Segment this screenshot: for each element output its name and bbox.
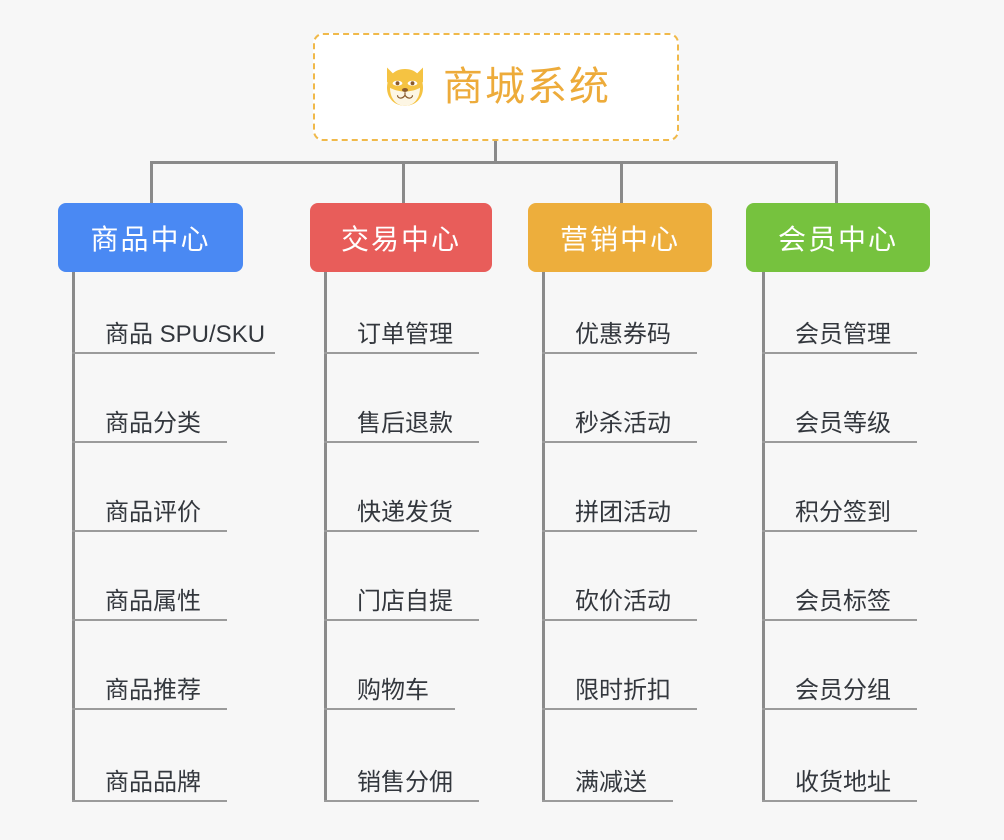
category-label: 营销中心: [559, 223, 680, 255]
column-spine-2: [324, 272, 327, 802]
leaf-label: 门店自提: [357, 587, 453, 615]
leaf-item[interactable]: 秒杀活动: [542, 354, 697, 443]
connector-horizontal-bus: [150, 161, 838, 164]
leaf-item[interactable]: 商品属性: [72, 532, 227, 621]
leaf-label: 积分签到: [795, 498, 891, 526]
category-box-product-center[interactable]: 商品中心: [58, 203, 243, 272]
shiba-dog-face-icon: [387, 67, 423, 106]
leaf-label: 购物车: [357, 676, 429, 704]
category-label: 会员中心: [777, 223, 898, 255]
leaf-label: 会员分组: [795, 676, 891, 704]
leaf-label: 商品属性: [105, 587, 201, 615]
leaf-label: 会员等级: [795, 409, 891, 437]
column-spine-4: [762, 272, 765, 802]
category-box-marketing-center[interactable]: 营销中心: [528, 203, 712, 272]
leaf-item[interactable]: 会员标签: [762, 532, 917, 621]
leaf-label: 会员管理: [795, 320, 891, 348]
leaf-item[interactable]: 订单管理: [324, 265, 479, 354]
leaf-label: 订单管理: [357, 320, 453, 348]
leaf-item[interactable]: 销售分佣: [324, 713, 479, 802]
leaf-label: 商品分类: [105, 409, 201, 437]
root-node-mall-system[interactable]: 商城系统: [313, 33, 679, 141]
connector-drop-4: [835, 161, 838, 203]
category-box-trade-center[interactable]: 交易中心: [310, 203, 492, 272]
leaf-label: 拼团活动: [575, 498, 671, 526]
leaf-item[interactable]: 快递发货: [324, 443, 479, 532]
leaf-item[interactable]: 会员管理: [762, 265, 917, 354]
leaf-item[interactable]: 积分签到: [762, 443, 917, 532]
category-label: 商品中心: [90, 223, 211, 255]
leaf-item[interactable]: 会员等级: [762, 354, 917, 443]
leaf-label: 会员标签: [795, 587, 891, 615]
category-box-member-center[interactable]: 会员中心: [746, 203, 930, 272]
leaf-label: 商品推荐: [105, 676, 201, 704]
leaf-item[interactable]: 商品 SPU/SKU: [72, 265, 275, 354]
connector-root-stem: [494, 141, 497, 162]
leaf-item[interactable]: 收货地址: [762, 713, 917, 802]
category-label: 交易中心: [340, 223, 461, 255]
leaf-item[interactable]: 砍价活动: [542, 532, 697, 621]
connector-drop-3: [620, 161, 623, 203]
leaf-item[interactable]: 门店自提: [324, 532, 479, 621]
leaf-item[interactable]: 拼团活动: [542, 443, 697, 532]
leaf-item[interactable]: 商品评价: [72, 443, 227, 532]
leaf-label: 满减送: [575, 768, 647, 796]
leaf-label: 优惠券码: [575, 320, 671, 348]
leaf-item[interactable]: 商品推荐: [72, 621, 227, 710]
root-node-title: 商城系统: [443, 65, 611, 109]
leaf-label: 砍价活动: [575, 587, 671, 615]
leaf-item[interactable]: 限时折扣: [542, 621, 697, 710]
leaf-label: 销售分佣: [357, 768, 453, 796]
leaf-label: 收货地址: [795, 768, 891, 796]
column-spine-1: [72, 272, 75, 802]
leaf-label: 售后退款: [357, 409, 453, 437]
leaf-item[interactable]: 售后退款: [324, 354, 479, 443]
connector-drop-2: [402, 161, 405, 203]
leaf-item[interactable]: 优惠券码: [542, 265, 697, 354]
leaf-label: 限时折扣: [575, 676, 671, 704]
connector-drop-1: [150, 161, 153, 203]
leaf-label: 商品 SPU/SKU: [105, 320, 266, 348]
column-spine-3: [542, 272, 545, 802]
leaf-item[interactable]: 会员分组: [762, 621, 917, 710]
leaf-label: 秒杀活动: [575, 409, 671, 437]
leaf-item[interactable]: 满减送: [542, 713, 673, 802]
leaf-label: 商品评价: [105, 498, 201, 526]
leaf-item[interactable]: 商品分类: [72, 354, 227, 443]
leaf-item[interactable]: 购物车: [324, 621, 455, 710]
leaf-label: 商品品牌: [105, 768, 201, 796]
leaf-item[interactable]: 商品品牌: [72, 713, 227, 802]
leaf-label: 快递发货: [357, 498, 453, 526]
